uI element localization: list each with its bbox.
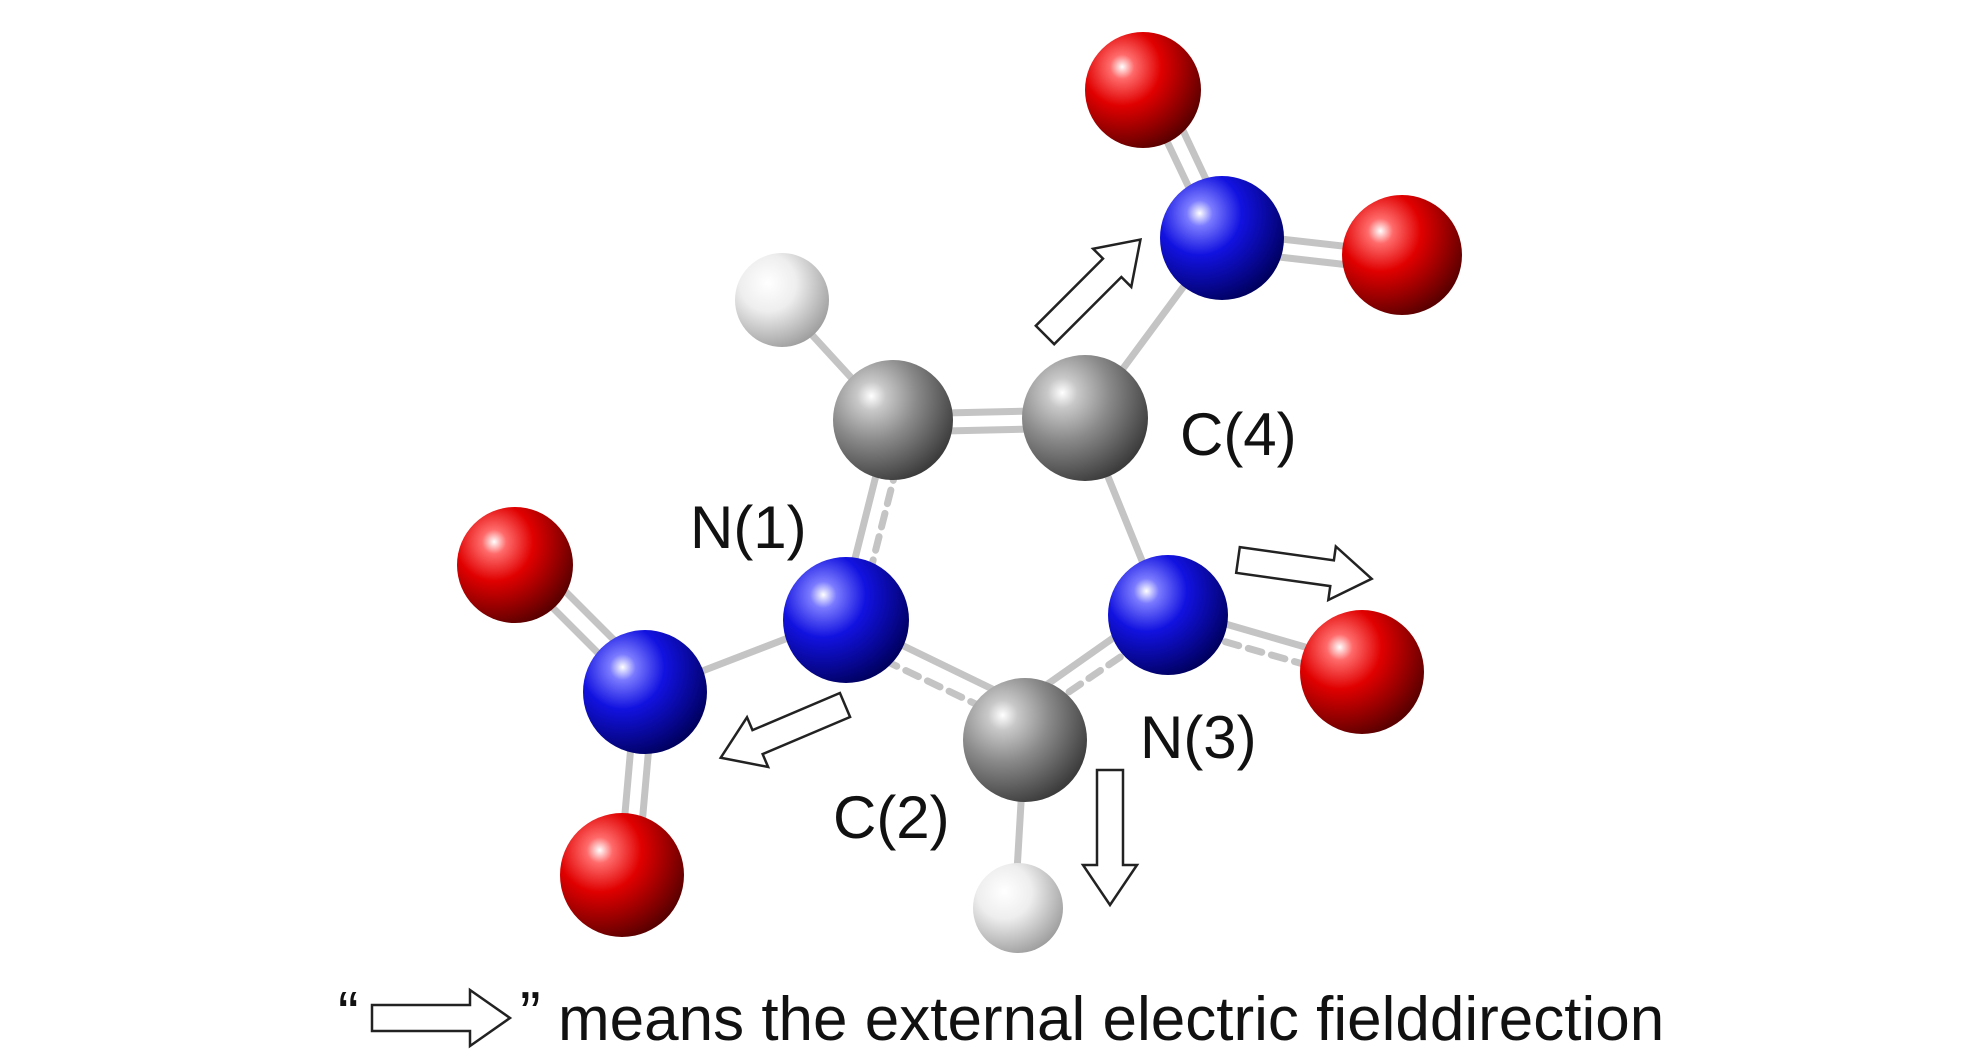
label-c2: C(2) bbox=[833, 784, 950, 851]
caption-close-quote: ” bbox=[520, 980, 541, 1049]
field-arrow-icon bbox=[1080, 768, 1140, 908]
field-arrow-icon bbox=[1234, 543, 1374, 603]
carbon-atom-c4 bbox=[1022, 355, 1148, 481]
field-arrow-icon bbox=[718, 691, 852, 769]
hydrogen-atom-top bbox=[735, 253, 829, 347]
atoms bbox=[457, 32, 1462, 953]
nitrogen-atom-n1 bbox=[783, 557, 909, 683]
field-arrow-icon bbox=[1034, 237, 1143, 346]
nitrogen-atom-nitro4 bbox=[1160, 176, 1284, 300]
label-c4: C(4) bbox=[1180, 401, 1297, 468]
field-arrows bbox=[718, 237, 1374, 908]
carbon-atom-c2 bbox=[963, 678, 1087, 802]
carbon-atom-c5 bbox=[833, 360, 953, 480]
label-n1: N(1) bbox=[690, 494, 807, 561]
caption-open-quote: “ bbox=[338, 980, 359, 1049]
oxygen-atom-n1-bottom bbox=[560, 813, 684, 937]
oxygen-atom-c4-top bbox=[1085, 32, 1201, 148]
oxygen-atom-n1-top bbox=[457, 507, 573, 623]
field-arrow-icon bbox=[370, 987, 513, 1049]
nitrogen-atom-n3 bbox=[1108, 555, 1228, 675]
hydrogen-atom-bottom bbox=[973, 863, 1063, 953]
label-n3: N(3) bbox=[1140, 704, 1257, 771]
caption-text: means the external electric fielddirecti… bbox=[558, 985, 1664, 1054]
nitrogen-atom-nitro1 bbox=[583, 630, 707, 754]
caption: “ ” means the external electric fielddir… bbox=[338, 980, 1664, 1054]
oxygen-atom-c4-right bbox=[1342, 195, 1462, 315]
oxygen-atom-n3 bbox=[1300, 610, 1424, 734]
